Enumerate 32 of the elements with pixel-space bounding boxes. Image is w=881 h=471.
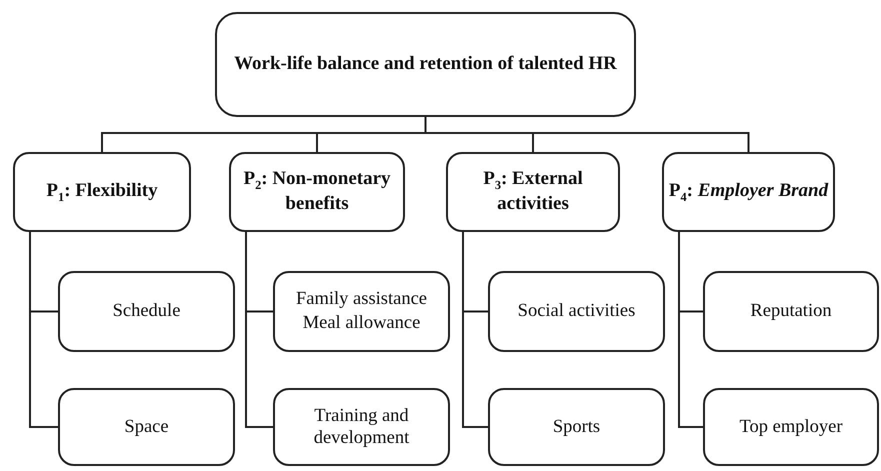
box-label: Work-life balance and retention of talented HR xyxy=(234,52,617,76)
box-label: P$_{2}$: Non-monetary benefits xyxy=(242,168,392,216)
box-label: Schedule xyxy=(112,300,180,323)
box-label: Social activities xyxy=(518,300,636,323)
box-label: P$_{3}$: External activities xyxy=(482,168,584,216)
pillar-box xyxy=(446,152,620,232)
connector-line xyxy=(424,117,750,152)
item-box xyxy=(703,388,879,466)
box-label: Meal allowance xyxy=(302,312,420,334)
box-label: Top employer xyxy=(740,416,842,438)
item-box xyxy=(273,271,450,352)
connector-line xyxy=(678,232,703,428)
box-label: Reputation xyxy=(750,300,832,323)
box-label: Space xyxy=(124,416,169,438)
item-box xyxy=(488,271,665,352)
pillar-box xyxy=(662,152,835,232)
connector-line xyxy=(29,232,58,428)
box-label: Sports xyxy=(552,416,600,438)
box-label: P$_{4}$: Employer Brand xyxy=(668,180,828,204)
title-box xyxy=(215,12,636,117)
box-label: Family assistance xyxy=(296,289,428,310)
connector-line xyxy=(245,232,273,428)
box-label: Training and development xyxy=(312,404,410,450)
item-box xyxy=(703,271,879,352)
item-box xyxy=(58,271,235,352)
pillar-box xyxy=(229,152,405,232)
item-box xyxy=(58,388,235,466)
connector-line xyxy=(462,232,488,428)
item-box xyxy=(273,388,450,466)
item-box xyxy=(488,388,665,466)
pillar-box xyxy=(13,152,191,232)
box-label: P$_{1}$: Flexibility xyxy=(46,180,158,204)
